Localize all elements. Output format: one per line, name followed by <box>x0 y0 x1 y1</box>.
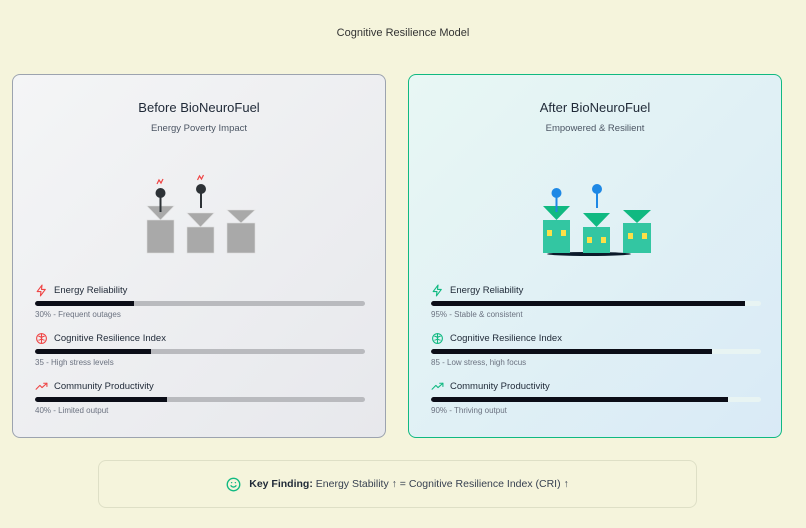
progress-bar <box>431 349 761 354</box>
metric-label: Energy Reliability <box>450 284 524 296</box>
metric-label: Cognitive Resilience Index <box>54 332 166 344</box>
metric-brain: Cognitive Resilience Index 85 - Low stre… <box>431 331 761 367</box>
key-finding-banner: Key Finding: Energy Stability ↑ = Cognit… <box>98 460 697 508</box>
metric-caption: 35 - High stress levels <box>35 358 114 367</box>
progress-bar <box>431 301 761 306</box>
progress-fill <box>431 349 712 354</box>
metric-label: Energy Reliability <box>54 284 128 296</box>
powerless-buildings-illustration <box>146 174 256 254</box>
metric-label: Community Productivity <box>450 380 550 392</box>
card-subtitle: Energy Poverty Impact <box>150 123 248 134</box>
metric-caption: 95% - Stable & consistent <box>431 310 523 319</box>
metric-caption: 40% - Limited output <box>35 406 109 415</box>
card-subtitle: Empowered & Resilient <box>545 123 645 134</box>
trending-up-icon <box>431 382 444 390</box>
metric-caption: 30% - Frequent outages <box>35 310 121 319</box>
metric-trending-up: Community Productivity 40% - Limited out… <box>35 379 365 415</box>
progress-fill <box>431 397 728 402</box>
metric-label: Community Productivity <box>54 380 154 392</box>
lightning-icon <box>432 284 442 296</box>
progress-bar <box>431 397 761 402</box>
metric-caption: 85 - Low stress, high focus <box>431 358 527 367</box>
card-title: After BioNeuroFuel <box>539 100 651 115</box>
metric-caption: 90% - Thriving output <box>431 406 507 415</box>
finding-text: Energy Stability ↑ = Cognitive Resilienc… <box>315 478 569 490</box>
lightning-icon <box>36 284 46 296</box>
before-card: Before BioNeuroFuel Energy Poverty Impac… <box>12 74 386 438</box>
card-title: Before BioNeuroFuel <box>138 100 260 115</box>
progress-bar <box>35 301 365 306</box>
progress-fill <box>35 301 134 306</box>
metric-trending-up: Community Productivity 90% - Thriving ou… <box>431 379 761 415</box>
page-title: Cognitive Resilience Model <box>336 27 470 39</box>
finding-label: Key Finding: <box>249 478 313 490</box>
progress-fill <box>35 397 167 402</box>
metric-brain: Cognitive Resilience Index 35 - High str… <box>35 331 365 367</box>
smile-icon <box>226 477 241 491</box>
progress-bar <box>35 349 365 354</box>
brain-icon <box>36 332 47 344</box>
progress-bar <box>35 397 365 402</box>
powered-buildings-illustration <box>543 184 651 256</box>
metric-lightning: Energy Reliability 95% - Stable & consis… <box>431 283 761 319</box>
progress-fill <box>35 349 151 354</box>
after-card: After BioNeuroFuel Empowered & Resilient… <box>408 74 782 438</box>
brain-icon <box>432 332 443 344</box>
trending-up-icon <box>35 382 48 390</box>
metric-lightning: Energy Reliability 30% - Frequent outage… <box>35 283 365 319</box>
metric-label: Cognitive Resilience Index <box>450 332 562 344</box>
progress-fill <box>431 301 745 306</box>
